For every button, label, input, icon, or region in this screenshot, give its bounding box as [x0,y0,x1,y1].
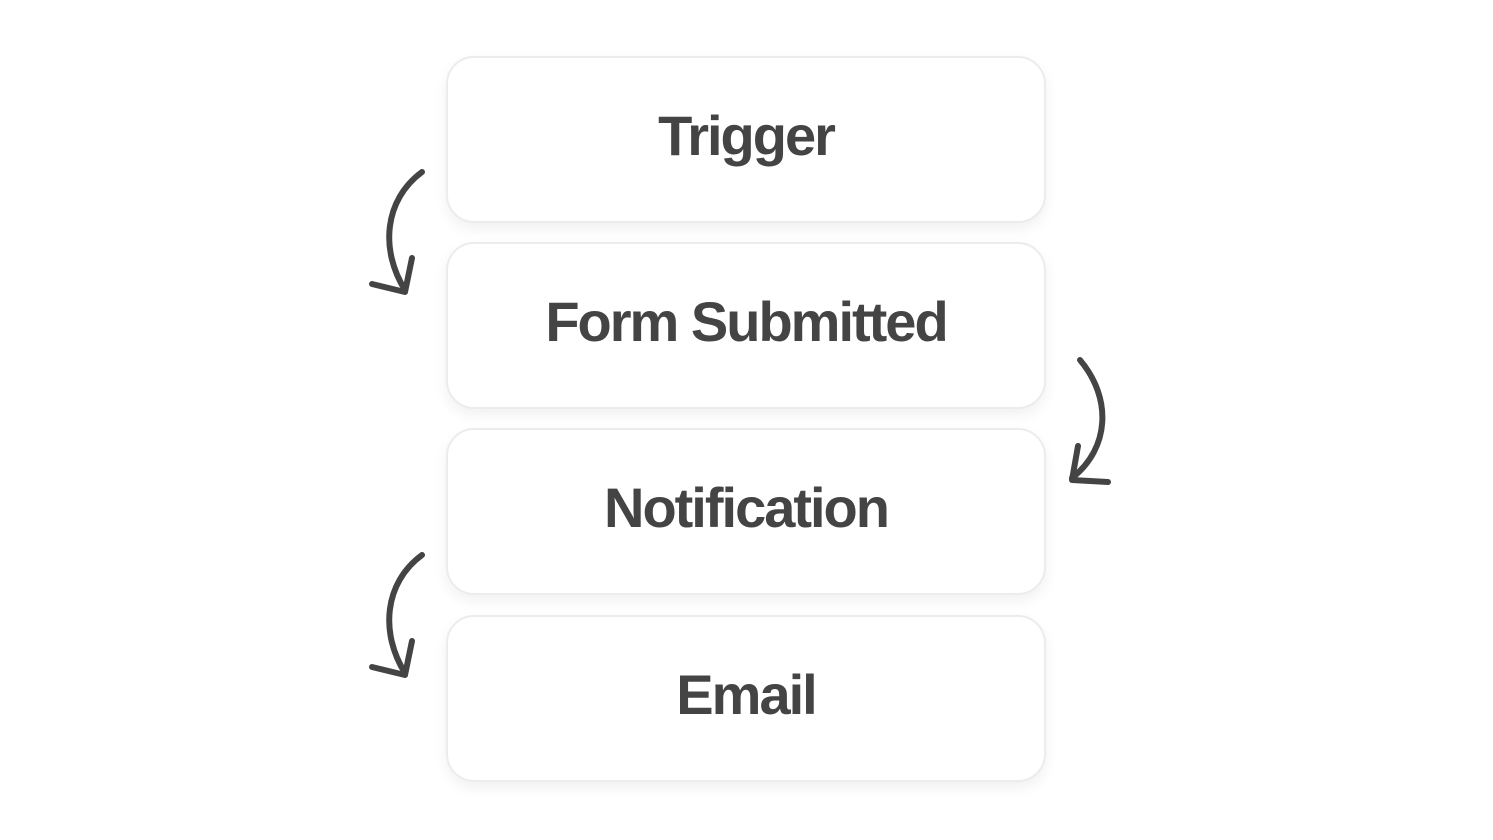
step-card-form-submitted[interactable]: Form Submitted [446,242,1046,409]
step-card-email[interactable]: Email [446,615,1046,782]
step-card-notification[interactable]: Notification [446,428,1046,595]
curved-arrow-down-icon [1069,357,1111,485]
step-label: Email [676,662,817,726]
step-card-trigger[interactable]: Trigger [446,56,1046,223]
curved-arrow-down-icon [369,552,425,678]
step-label: Form Submitted [545,289,948,353]
curved-arrow-down-icon [369,169,425,295]
step-label: Trigger [658,103,836,167]
step-label: Notification [604,475,890,539]
